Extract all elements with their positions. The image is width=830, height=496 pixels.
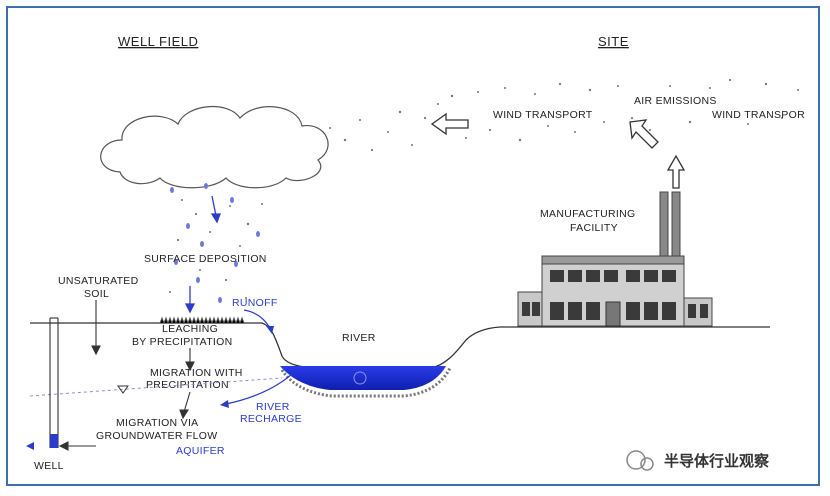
label-river-recharge-2: RECHARGE <box>240 413 302 425</box>
header-well-field: WELL FIELD <box>118 34 198 49</box>
label-manufacturing-1: MANUFACTURING <box>540 208 635 220</box>
raindrops <box>170 183 260 303</box>
wind-transport-arrow-left <box>430 112 469 136</box>
label-wind-transport-right: WIND TRANSPOR <box>712 109 805 121</box>
deposition-arrows <box>184 195 221 314</box>
runoff-arrow <box>243 309 271 329</box>
label-migration-gw-1: MIGRATION VIA <box>116 417 198 429</box>
wechat-icon <box>626 450 646 470</box>
watermark: 半导体行业观察 <box>626 450 770 471</box>
watermark-text: 半导体行业观察 <box>664 452 770 470</box>
water-table-marker-icon <box>117 385 129 394</box>
label-surface-deposition: SURFACE DEPOSITION <box>144 253 267 265</box>
river-water <box>280 366 446 390</box>
label-leaching-1: LEACHING <box>162 323 218 335</box>
grass-patch <box>159 316 245 325</box>
water-table-line <box>29 377 283 397</box>
well-screen <box>50 434 58 448</box>
emission-particles <box>169 78 799 299</box>
label-runoff: RUNOFF <box>232 297 278 309</box>
label-air-emissions: AIR EMISSIONS <box>634 95 717 107</box>
label-aquifer: AQUIFER <box>176 445 225 457</box>
water-swirl-icon <box>353 371 367 385</box>
air-emissions-arrow <box>629 119 659 149</box>
label-unsaturated-1: UNSATURATED <box>58 275 139 287</box>
label-migration-precip-1: MIGRATION WITH <box>150 367 243 379</box>
label-manufacturing-2: FACILITY <box>570 222 618 234</box>
label-migration-gw-2: GROUNDWATER FLOW <box>96 430 217 442</box>
well-shaft <box>49 317 59 448</box>
label-well: WELL <box>34 460 64 472</box>
cloud-shape <box>100 105 329 189</box>
header-site: SITE <box>598 34 629 49</box>
label-unsaturated-2: SOIL <box>84 288 109 300</box>
subsurface-arrows <box>58 300 195 451</box>
river-recharge-arrow <box>225 373 293 405</box>
well-intake-arrow-icon <box>26 442 34 450</box>
runoff-arrowhead-icon <box>266 326 274 334</box>
riverbed <box>280 367 452 398</box>
stack-plume-arrow <box>666 154 686 189</box>
diagram-frame <box>6 6 820 486</box>
manufacturing-facility <box>517 191 713 327</box>
label-river-recharge-1: RIVER <box>256 401 290 413</box>
label-leaching-2: BY PRECIPITATION <box>132 336 232 348</box>
label-river: RIVER <box>342 332 376 344</box>
label-wind-transport-left: WIND TRANSPORT <box>493 109 593 121</box>
river-recharge-arrowhead-icon <box>220 400 229 408</box>
